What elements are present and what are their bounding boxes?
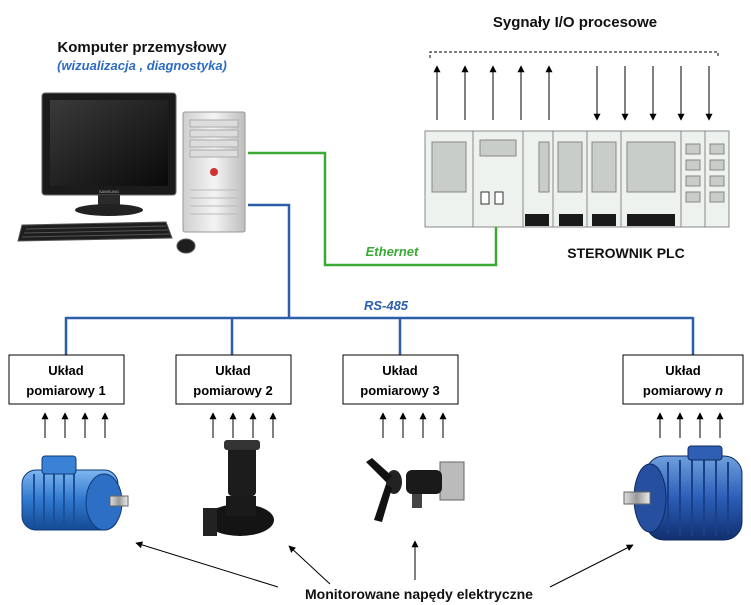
unit-input-arrows	[41, 412, 724, 438]
unit-3-line1: Układ	[382, 363, 417, 378]
tower-icon	[182, 111, 246, 233]
motor-1-icon	[21, 455, 129, 531]
io-output-arrows	[433, 65, 553, 120]
io-input-arrows	[593, 66, 713, 121]
motor-n-icon	[623, 445, 743, 541]
measurement-unit-3: Układ pomiarowy 3	[342, 354, 459, 405]
ethernet-label: Ethernet	[366, 244, 419, 259]
mouse-icon	[176, 238, 196, 254]
unit-n-line2: pomiarowy n	[643, 383, 723, 398]
rs485-bus	[64, 203, 695, 355]
computer-title: Komputer przemysłowy	[57, 39, 227, 56]
computer-subtitle: (wizualizacja , diagnostyka)	[57, 58, 227, 73]
io-signals-title: Sygnały I/O procesowe	[493, 14, 657, 31]
unit-1-line2: pomiarowy 1	[26, 383, 105, 398]
plc-label: STEROWNIK PLC	[567, 245, 684, 261]
monitor-brand: SAMSUNG	[99, 189, 119, 194]
unit-n-line1: Układ	[665, 363, 700, 378]
unit-1-line1: Układ	[48, 363, 83, 378]
measurement-unit-2: Układ pomiarowy 2	[175, 354, 292, 405]
monitor-icon: SAMSUNG	[41, 92, 177, 216]
ethernet-line	[248, 151, 498, 267]
plc-icon	[424, 130, 730, 228]
measurement-unit-1: Układ pomiarowy 1	[8, 354, 125, 405]
mixer-icon	[366, 458, 465, 522]
computer-icon: SAMSUNG	[17, 92, 246, 254]
rs485-label: RS-485	[364, 298, 409, 313]
unit-2-line2: pomiarowy 2	[193, 383, 272, 398]
io-signals-bracket	[429, 51, 719, 58]
unit-3-line2: pomiarowy 3	[360, 383, 439, 398]
keyboard-icon	[17, 221, 173, 242]
unit-2-line1: Układ	[215, 363, 250, 378]
drive-caption-arrows	[135, 540, 634, 588]
measurement-unit-n: Układ pomiarowy n	[622, 354, 744, 405]
drives-caption: Monitorowane napędy elektryczne	[305, 586, 533, 602]
pump-icon	[203, 440, 274, 536]
